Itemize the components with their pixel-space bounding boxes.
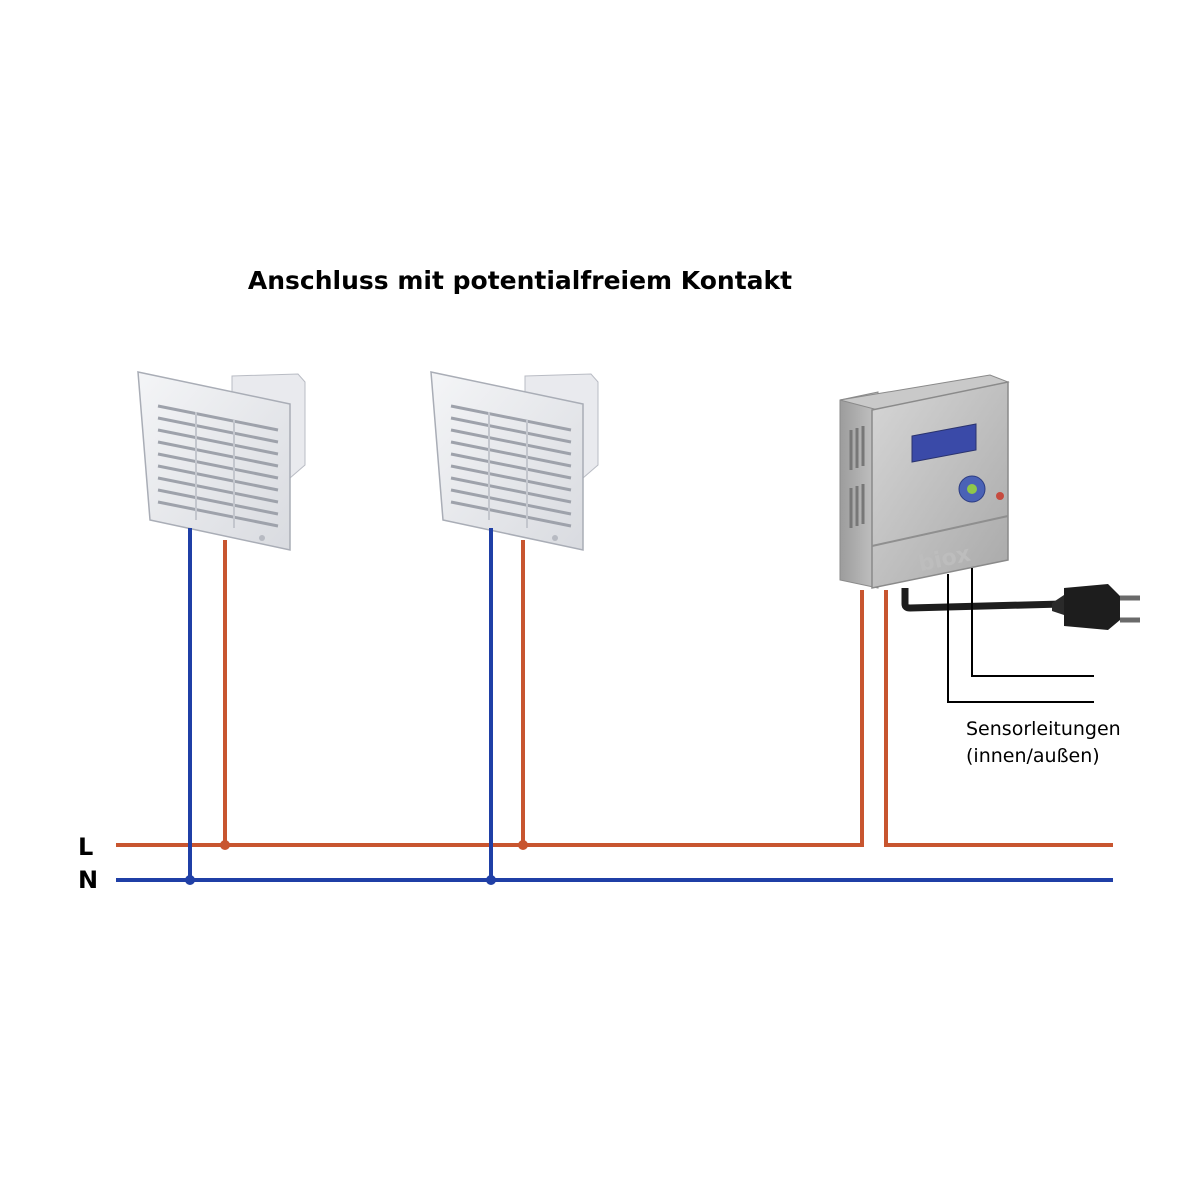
sensor-lines: [947, 568, 1094, 703]
neutral-wires: [116, 528, 1113, 882]
junction-dots: [185, 840, 528, 885]
fan-2: [430, 371, 599, 551]
live-rail-label: L: [78, 833, 94, 861]
fan-1: [137, 371, 306, 551]
live-wires: [116, 540, 1113, 847]
power-plug: [901, 584, 1140, 630]
neutral-rail-label: N: [78, 866, 99, 894]
diagram-title: Anschluss mit potentialfreiem Kontakt: [247, 266, 793, 295]
sensor-label-line2: (innen/außen): [966, 745, 1100, 767]
controller-box: biox: [839, 374, 1010, 589]
sensor-lines-label: Sensorleitungen (innen/außen): [966, 716, 1121, 770]
sensor-label-line1: Sensorleitungen: [966, 718, 1121, 740]
